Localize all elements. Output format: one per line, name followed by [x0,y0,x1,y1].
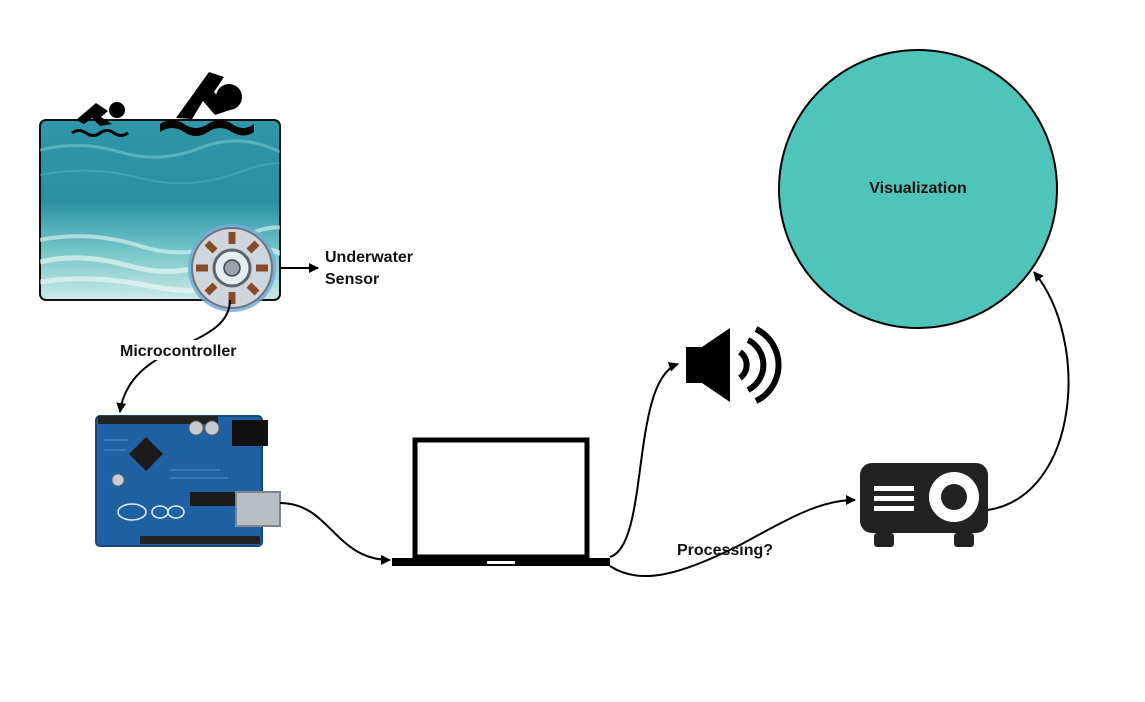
visualization-label: Visualization [869,180,967,197]
sensor-label-line2: Sensor [325,271,379,288]
sensor-coil-icon [188,224,276,312]
arduino-board-icon [95,415,281,547]
swimmer-icon [71,102,129,137]
laptop-icon [392,437,610,566]
pool-panel [39,72,281,312]
speaker-icon [686,326,782,404]
laptop-to-speaker-arrow [609,362,679,558]
laptop-to-projector-arrow [609,495,856,578]
arduino-to-laptop-arrow [279,502,391,565]
projector-to-visualization-arrow [987,271,1070,511]
projector-icon [860,463,988,547]
microcontroller-label: Microcontroller [120,343,236,360]
processing-label: Processing? [677,542,773,559]
sensor-label-line1: Underwater [325,249,413,266]
swimmer-icon [160,72,254,136]
visualization-circle [778,49,1058,329]
